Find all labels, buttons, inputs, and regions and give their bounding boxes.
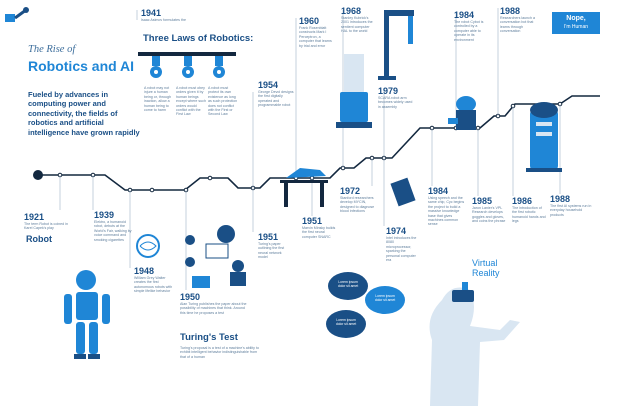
- milestone-text: Using speech and the same chip, Cyc begi…: [428, 196, 465, 227]
- hero-main-title: Robotics and AI: [28, 58, 135, 74]
- milestone-year: 1921: [24, 212, 45, 222]
- timeline-line: [38, 95, 600, 191]
- milestone-1986: 1986 The introduction of the first robot…: [512, 196, 546, 224]
- milestone-1939: 1939 Elektro, a humanoid robot, debuts a…: [94, 210, 134, 242]
- milestone-year: 1988: [500, 6, 521, 16]
- milestone-text: Turing's paper outlining the first neura…: [258, 242, 285, 260]
- robot-arm-illustration: [280, 168, 328, 207]
- milestone-year: 1988: [550, 194, 571, 204]
- r2-robot-illustration: [526, 102, 562, 172]
- milestone-year: 1939: [94, 210, 115, 220]
- milestone-text: Alan Turing publishes the paper about th…: [180, 302, 247, 315]
- milestone-year: 1984: [428, 186, 449, 196]
- milestone-year: 1941: [141, 8, 162, 18]
- milestone-1960: 1960 Frank Rosenblatt constructs Mark I …: [299, 16, 333, 48]
- milestone-1968: 1968 Stanley Kubrick's 2001 introduces t…: [341, 6, 375, 34]
- milestone-text: The introduction of the first robotic hu…: [512, 206, 546, 224]
- milestone-1954: 1954 George Devol designs the first digi…: [258, 80, 294, 108]
- milestone-text: Intel introduces the 8080 microprocessor…: [386, 236, 417, 263]
- milestone-1974: 1974 Intel introduces the 8080 microproc…: [386, 226, 420, 262]
- milestone-1985: 1985 Jaron Lanier's VPL Research develop…: [472, 196, 508, 224]
- perceptron-device-illustration: [336, 54, 372, 128]
- robot-label: Robot: [26, 234, 52, 244]
- milestone-1984a: 1984 The robot Cybot is controlled by a …: [454, 10, 490, 42]
- law-1-text: A robot may not injure a human being or,…: [144, 86, 171, 113]
- milestone-year: 1954: [258, 80, 279, 90]
- milestone-year: 1979: [378, 86, 399, 96]
- milestone-text: Stanford researchers develop MYCIN, desi…: [340, 196, 375, 214]
- milestone-year: 1951: [258, 232, 279, 242]
- turing-test-description: Turing's proposal is a test of a machine…: [180, 346, 259, 359]
- milestone-year: 1985: [472, 196, 493, 206]
- milestone-year: 1948: [134, 266, 155, 276]
- milestone-year: 1986: [512, 196, 533, 206]
- robot-arm-logo: [4, 4, 32, 26]
- speech-bubbles: [326, 272, 405, 338]
- milestone-text: George Devol designs the first digitally…: [258, 90, 294, 108]
- connector-lines: [59, 8, 561, 290]
- badge-line1: Nope,: [566, 15, 586, 22]
- microchip-illustration: [390, 177, 416, 207]
- laws-robot-heads: [138, 52, 236, 78]
- humanoid-robot-illustration: [64, 270, 110, 359]
- milestone-text: Researchers launch a conversation bot th…: [500, 16, 535, 34]
- milestone-text: The first AI systems run in everyday hou…: [550, 204, 592, 217]
- milestone-text: The robot Cybot is controlled by a compu…: [454, 20, 484, 42]
- milestone-text: SCARA robot arm becomes widely used in a…: [378, 96, 413, 109]
- milestone-year: 1951: [302, 216, 323, 226]
- robot-arm-logo-icon: [5, 7, 29, 22]
- milestone-1948: 1948 William Grey Walter creates the fir…: [134, 266, 178, 294]
- milestone-1951a: 1951 Turing's paper outlining the first …: [258, 232, 292, 260]
- vr-line1: Virtual: [472, 258, 498, 268]
- milestone-1941: 1941 Isaac Asimov formulates the: [141, 8, 221, 22]
- turing-test-illustration: [185, 225, 246, 288]
- milestone-1979: 1979 SCARA robot arm becomes widely used…: [378, 86, 414, 109]
- virtual-reality-label: Virtual Reality: [472, 258, 500, 278]
- milestone-text: Marvin Minsky builds the first neural co…: [302, 226, 336, 239]
- milestone-text: Frank Rosenblatt constructs Mark I Perce…: [299, 26, 332, 48]
- vr-person-illustration: [429, 282, 520, 406]
- bubble-1-text: Lorem ipsum dolor sit amet: [337, 280, 359, 288]
- milestone-1988a: 1988 Researchers launch a conversation b…: [500, 6, 538, 34]
- milestone-1972: 1972 Stanford researchers develop MYCIN,…: [340, 186, 376, 214]
- timeline-dots: [57, 101, 563, 193]
- hero-description: Fueled by advances in computing power an…: [28, 90, 140, 137]
- milestone-year: 1974: [386, 226, 407, 236]
- milestone-year: 1972: [340, 186, 361, 196]
- milestone-text: Stanley Kubrick's 2001 introduces the se…: [341, 16, 373, 34]
- vr-line2: Reality: [472, 268, 500, 278]
- scara-arm-illustration: [378, 10, 414, 80]
- turing-test-title: Turing's Test: [180, 332, 238, 343]
- milestone-1951b: 1951 Marvin Minsky builds the first neur…: [302, 216, 338, 239]
- brain-illustration: [136, 234, 160, 258]
- milestone-year: 1968: [341, 6, 362, 16]
- milestone-1984b: 1984 Using speech and the same chip, Cyc…: [428, 186, 466, 227]
- laws-title: Three Laws of Robotics:: [143, 33, 254, 44]
- bubble-2-text: Lorem ipsum dolor sit amet: [374, 294, 396, 302]
- milestone-text: Isaac Asimov formulates the: [141, 18, 186, 22]
- milestone-year: 1984: [454, 10, 475, 20]
- bubble-3-text: Lorem ipsum dolor sit amet: [335, 318, 357, 326]
- timeline-start-node: [33, 170, 43, 180]
- milestone-year: 1960: [299, 16, 320, 26]
- milestone-1950: 1950 Alan Turing publishes the paper abo…: [180, 292, 250, 315]
- law-2-text: A robot must obey orders given it by hum…: [176, 86, 206, 117]
- milestone-1921: 1921 The term Robot is coined in Karel C…: [24, 212, 68, 231]
- nope-human-badge: Nope, I'm Human: [552, 12, 600, 34]
- law-3-text: A robot must protect its own existence a…: [208, 86, 238, 117]
- badge-line2: I'm Human: [563, 24, 589, 30]
- milestone-text: Jaron Lanier's VPL Research develops gog…: [472, 206, 506, 224]
- milestone-text: The term Robot is coined in Karel Capek'…: [24, 222, 68, 231]
- cybot-illustration: [448, 96, 476, 130]
- hero-title: The Rise of: [28, 44, 76, 55]
- milestone-year: 1950: [180, 292, 201, 302]
- milestone-text: Elektro, a humanoid robot, debuts at the…: [94, 220, 132, 242]
- milestone-1988b: 1988 The first AI systems run in everyda…: [550, 194, 594, 217]
- milestone-text: William Grey Walter creates the first au…: [134, 276, 173, 294]
